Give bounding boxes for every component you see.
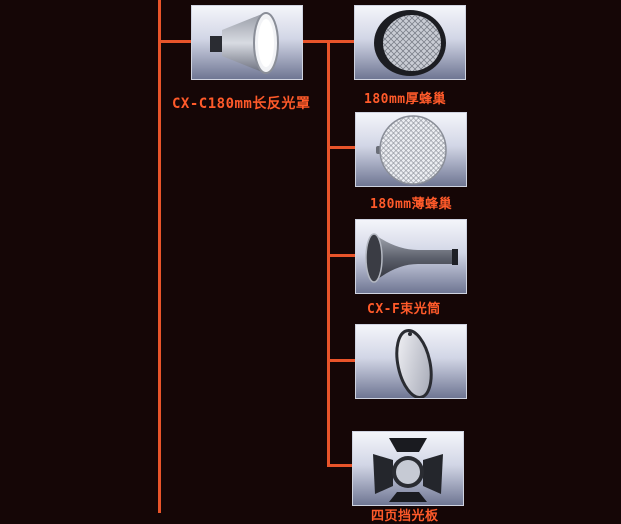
thick-honeycomb-grid-image (354, 5, 466, 80)
accessory-branch-line (327, 40, 330, 467)
branch-tick-snoot (327, 254, 355, 257)
long-reflector-caption: CX-C180mm长反光罩 (172, 96, 311, 112)
barn-doors-caption: 四页挡光板 (371, 509, 439, 524)
thin-honeycomb-grid-image (355, 112, 467, 187)
main-trunk-line (158, 0, 161, 513)
snoot-icon (365, 233, 458, 283)
branch-tick-barn-doors (327, 464, 353, 467)
branch-tick-thin-grid (327, 146, 355, 149)
branch-tick-diffuser (327, 359, 355, 362)
thick-honeycomb-caption: 180mm厚蜂巢 (364, 92, 447, 107)
snoot-image (355, 219, 467, 294)
thick-honeycomb-grid-icon (374, 10, 446, 76)
diffuser-disc-image (355, 324, 467, 399)
long-reflector-image (191, 5, 303, 80)
barn-doors-image (352, 431, 464, 506)
diffuser-disc-icon (395, 329, 433, 398)
long-reflector-icon (210, 12, 279, 74)
trunk-to-reflector-line (158, 40, 192, 43)
thin-honeycomb-grid-icon (376, 115, 447, 185)
barn-doors-icon (373, 438, 443, 502)
thin-honeycomb-caption: 180mm薄蜂巢 (370, 197, 453, 212)
snoot-caption: CX-F束光筒 (367, 302, 441, 317)
